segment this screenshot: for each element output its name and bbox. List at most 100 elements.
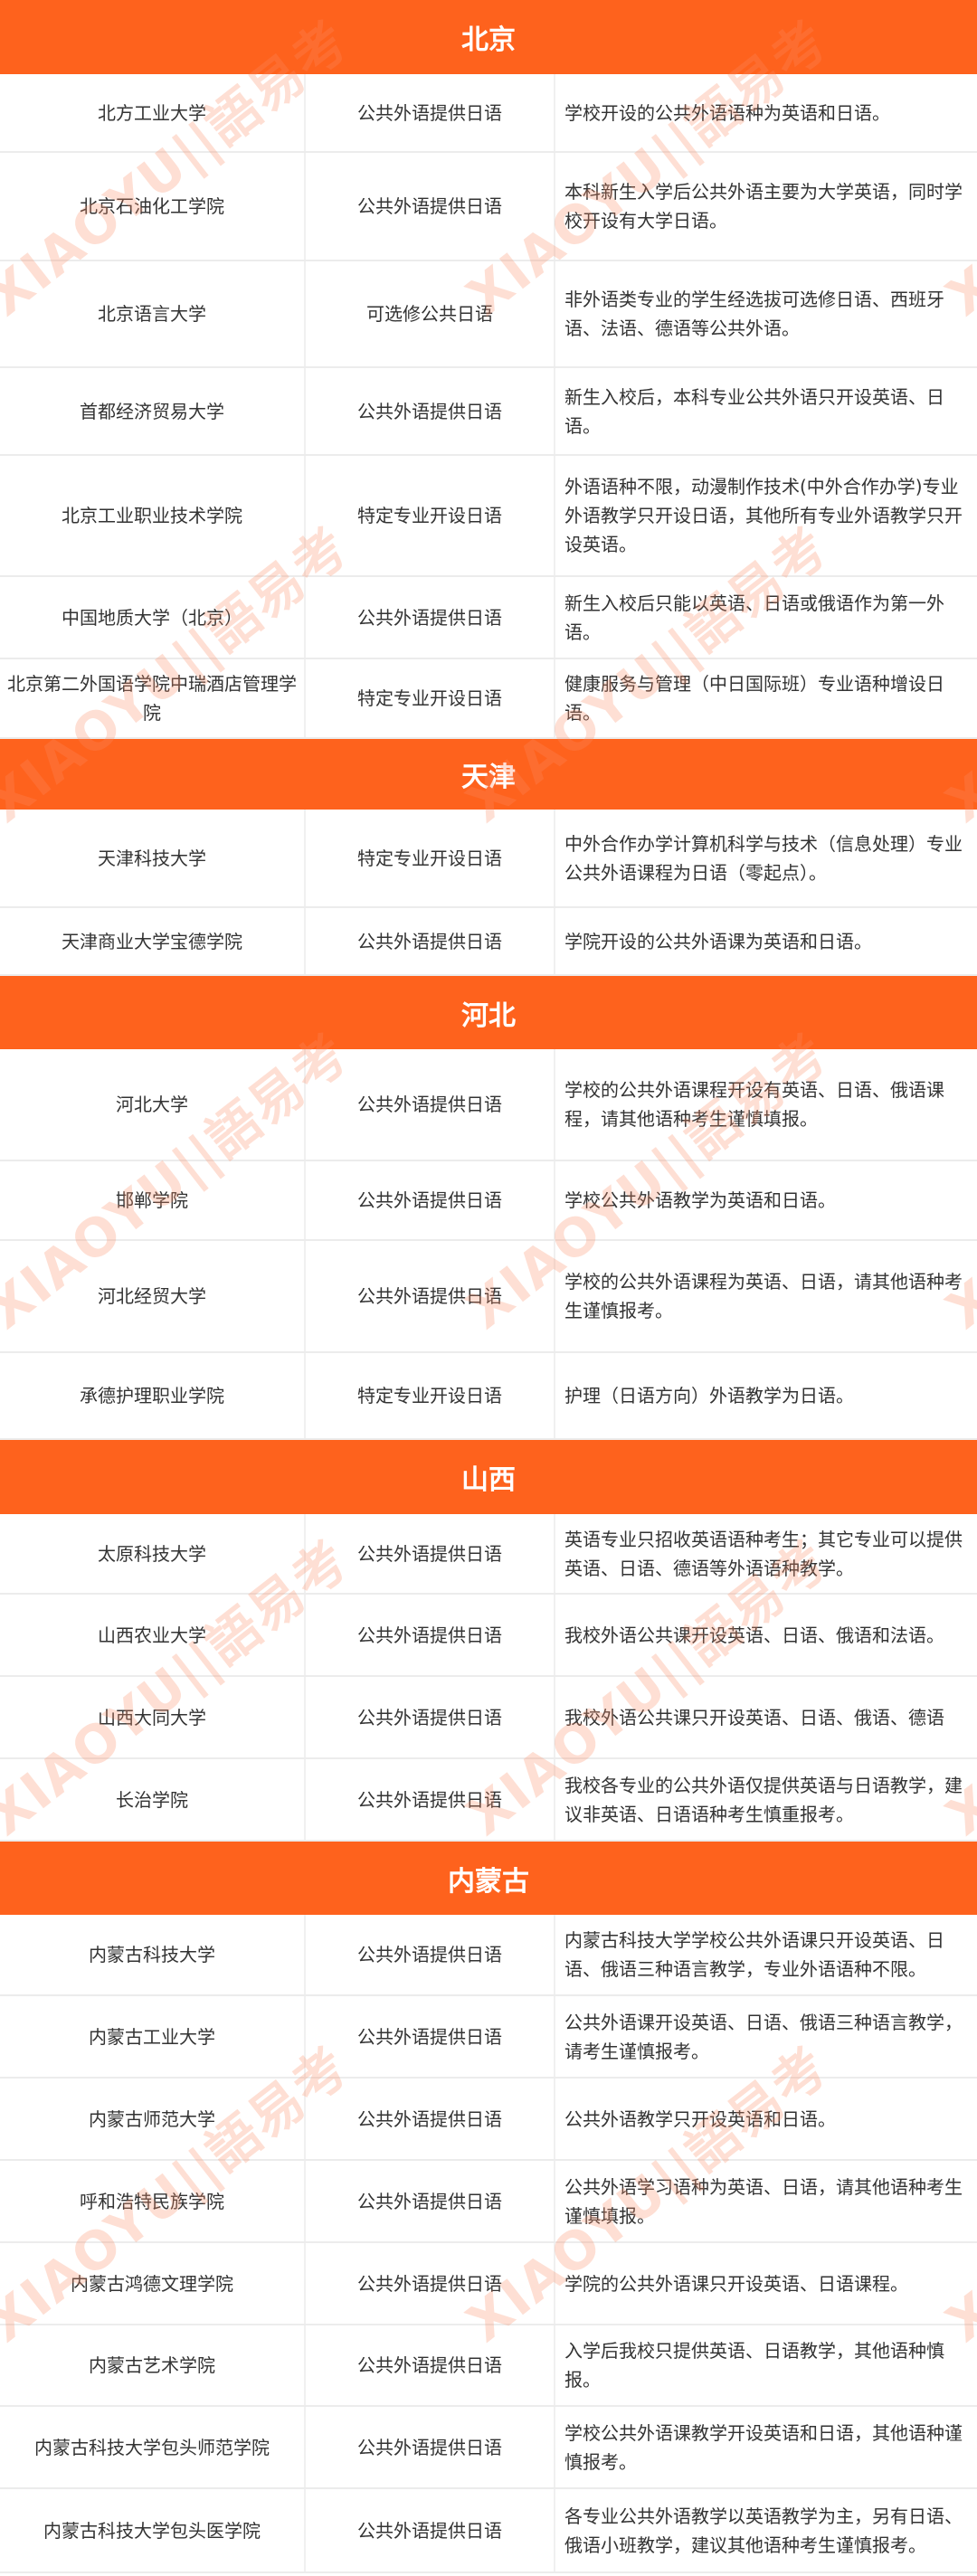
table-row: 天津商业大学宝德学院公共外语提供日语学院开设的公共外语课为英语和日语。	[0, 908, 977, 976]
japanese-offer-type: 公共外语提供日语	[306, 1514, 555, 1593]
section-header-1: 天津	[0, 739, 977, 810]
japanese-offer-type: 特定专业开设日语	[306, 659, 555, 737]
school-name: 北京工业职业技术学院	[0, 456, 306, 575]
offer-note: 健康服务与管理（中日国际班）专业语种增设日语。	[564, 673, 944, 724]
table-row: 北京石油化工学院公共外语提供日语本科新生入学后公共外语主要为大学英语，同时学校开…	[0, 153, 977, 261]
offer-note: 我校外语公共课开设英语、日语、俄语和法语。	[564, 1624, 944, 1646]
table-row: 北京语言大学可选修公共日语非外语类专业的学生经选拔可选修日语、西班牙语、法语、德…	[0, 261, 977, 368]
offer-note: 学校公共外语教学为英语和日语。	[564, 1189, 836, 1211]
offer-note: 入学后我校只提供英语、日语教学，其他语种慎报。	[564, 2340, 944, 2391]
offer-note: 我校外语公共课只开设英语、日语、俄语、德语	[564, 1706, 944, 1728]
table-row: 内蒙古科技大学包头医学院公共外语提供日语各专业公共外语教学以英语教学为主，另有日…	[0, 2489, 977, 2573]
school-name: 内蒙古艺术学院	[0, 2325, 306, 2405]
japanese-offer-type: 可选修公共日语	[306, 261, 555, 366]
school-name: 长治学院	[0, 1759, 306, 1840]
table-row: 河北大学公共外语提供日语学校的公共外语课程开设有英语、日语、俄语课程，请其他语种…	[0, 1049, 977, 1161]
table-row: 邯郸学院公共外语提供日语学校公共外语教学为英语和日语。	[0, 1161, 977, 1241]
school-name: 北京语言大学	[0, 261, 306, 366]
japanese-offer-type: 公共外语提供日语	[306, 74, 555, 151]
offer-note: 学校的公共外语课程为英语、日语，请其他语种考生谨慎报考。	[564, 1271, 963, 1321]
offer-note: 学校公共外语课教学开设英语和日语，其他语种谨慎报考。	[564, 2421, 963, 2473]
japanese-offer-type: 公共外语提供日语	[306, 1996, 555, 2077]
offer-note: 学校开设的公共外语语种为英语和日语。	[564, 101, 890, 124]
japanese-offer-type: 公共外语提供日语	[306, 368, 555, 454]
japanese-offer-type: 公共外语提供日语	[306, 1161, 555, 1239]
school-name: 内蒙古鸿德文理学院	[0, 2243, 306, 2324]
school-name: 内蒙古工业大学	[0, 1996, 306, 2077]
table-row: 山西农业大学公共外语提供日语我校外语公共课开设英语、日语、俄语和法语。	[0, 1595, 977, 1677]
japanese-offer-type: 公共外语提供日语	[306, 908, 555, 974]
offer-note: 公共外语教学只开设英语和日语。	[564, 2107, 836, 2130]
japanese-offer-type: 特定专业开设日语	[306, 456, 555, 575]
section-header-4: 内蒙古	[0, 1842, 977, 1915]
japanese-offer-type: 公共外语提供日语	[306, 2489, 555, 2571]
offer-note: 我校各专业的公共外语仅提供英语与日语教学，建议非英语、日语语种考生慎重报考。	[564, 1774, 963, 1825]
school-name: 内蒙古科技大学包头师范学院	[0, 2407, 306, 2487]
japanese-offer-type: 公共外语提供日语	[306, 2079, 555, 2159]
offer-note: 学院开设的公共外语课为英语和日语。	[564, 930, 872, 952]
table-row: 内蒙古科技大学包头师范学院公共外语提供日语学校公共外语课教学开设英语和日语，其他…	[0, 2407, 977, 2489]
table-row: 北京第二外国语学院中瑞酒店管理学院特定专业开设日语健康服务与管理（中日国际班）专…	[0, 659, 977, 739]
school-name: 内蒙古科技大学包头医学院	[0, 2489, 306, 2571]
offer-note: 英语专业只招收英语语种考生；其它专业可以提供英语、日语、德语等外语语种教学。	[564, 1528, 963, 1579]
table-row: 呼和浩特民族学院公共外语提供日语公共外语学习语种为英语、日语，请其他语种考生谨慎…	[0, 2161, 977, 2243]
table-row: 内蒙古工业大学公共外语提供日语公共外语课开设英语、日语、俄语三种语言教学，请考生…	[0, 1996, 977, 2079]
section-header-2: 河北	[0, 976, 977, 1049]
school-name: 北京第二外国语学院中瑞酒店管理学院	[0, 659, 306, 737]
table-row: 承德护理职业学院特定专业开设日语护理（日语方向）外语教学为日语。	[0, 1353, 977, 1440]
japanese-offer-type: 公共外语提供日语	[306, 1595, 555, 1675]
offer-note: 内蒙古科技大学学校公共外语课只开设英语、日语、俄语三种语言教学，专业外语语种不限…	[564, 1929, 944, 1980]
school-name: 河北大学	[0, 1049, 306, 1160]
japanese-offer-type: 公共外语提供日语	[306, 2243, 555, 2324]
japanese-offer-type: 公共外语提供日语	[306, 153, 555, 260]
japanese-offer-type: 公共外语提供日语	[306, 1677, 555, 1757]
japanese-offer-type: 公共外语提供日语	[306, 1759, 555, 1840]
school-name: 呼和浩特民族学院	[0, 2161, 306, 2241]
offer-note: 新生入校后只能以英语、日语或俄语作为第一外语。	[564, 592, 944, 643]
table-row: 长治学院公共外语提供日语我校各专业的公共外语仅提供英语与日语教学，建议非英语、日…	[0, 1759, 977, 1842]
table-row: 内蒙古鸿德文理学院公共外语提供日语学院的公共外语课只开设英语、日语课程。	[0, 2243, 977, 2325]
school-name: 承德护理职业学院	[0, 1353, 306, 1438]
table-row: 中国地质大学（北京）公共外语提供日语新生入校后只能以英语、日语或俄语作为第一外语…	[0, 577, 977, 659]
offer-note: 本科新生入学后公共外语主要为大学英语，同时学校开设有大学日语。	[564, 181, 963, 232]
offer-note: 学校的公共外语课程开设有英语、日语、俄语课程，请其他语种考生谨慎填报。	[564, 1079, 944, 1130]
japanese-offer-type: 公共外语提供日语	[306, 2407, 555, 2487]
school-name: 河北经贸大学	[0, 1241, 306, 1351]
offer-note: 护理（日语方向）外语教学为日语。	[564, 1385, 854, 1406]
school-name: 首都经济贸易大学	[0, 368, 306, 454]
table-row: 首都经济贸易大学公共外语提供日语新生入校后，本科专业公共外语只开设英语、日语。	[0, 368, 977, 456]
school-name: 中国地质大学（北京）	[0, 577, 306, 658]
school-name: 天津商业大学宝德学院	[0, 908, 306, 974]
school-name: 邯郸学院	[0, 1161, 306, 1239]
japanese-offer-type: 公共外语提供日语	[306, 1915, 555, 1994]
table-row: 河北经贸大学公共外语提供日语学校的公共外语课程为英语、日语，请其他语种考生谨慎报…	[0, 1241, 977, 1353]
school-name: 太原科技大学	[0, 1514, 306, 1593]
school-name: 内蒙古师范大学	[0, 2079, 306, 2159]
school-name: 天津科技大学	[0, 810, 306, 906]
school-name: 山西农业大学	[0, 1595, 306, 1675]
table-row: 山西大同大学公共外语提供日语我校外语公共课只开设英语、日语、俄语、德语	[0, 1677, 977, 1759]
offer-note: 学院的公共外语课只开设英语、日语课程。	[564, 2272, 908, 2295]
table-row: 天津科技大学特定专业开设日语中外合作办学计算机科学与技术（信息处理）专业公共外语…	[0, 810, 977, 908]
table-row: 太原科技大学公共外语提供日语英语专业只招收英语语种考生；其它专业可以提供英语、日…	[0, 1514, 977, 1595]
offer-note: 公共外语学习语种为英语、日语，请其他语种考生谨慎填报。	[564, 2175, 963, 2227]
offer-note: 公共外语课开设英语、日语、俄语三种语言教学，请考生谨慎报考。	[564, 2011, 963, 2062]
japanese-offer-type: 公共外语提供日语	[306, 2161, 555, 2241]
offer-note: 中外合作办学计算机科学与技术（信息处理）专业公共外语课程为日语（零起点）。	[564, 832, 963, 884]
offer-note: 外语语种不限，动漫制作技术(中外合作办学)专业外语教学只开设日语，其他所有专业外…	[564, 476, 963, 555]
offer-note: 非外语类专业的学生经选拔可选修日语、西班牙语、法语、德语等公共外语。	[564, 289, 944, 339]
school-name: 北方工业大学	[0, 74, 306, 151]
offer-note: 各专业公共外语教学以英语教学为主，另有日语、俄语小班教学，建议其他语种考生谨慎报…	[564, 2505, 963, 2556]
offer-note: 新生入校后，本科专业公共外语只开设英语、日语。	[564, 385, 944, 437]
section-header-3: 山西	[0, 1440, 977, 1514]
japanese-offer-type: 公共外语提供日语	[306, 577, 555, 658]
table-row: 内蒙古师范大学公共外语提供日语公共外语教学只开设英语和日语。	[0, 2079, 977, 2161]
japanese-offer-type: 特定专业开设日语	[306, 810, 555, 906]
section-header-0: 北京	[0, 0, 977, 74]
school-name: 内蒙古科技大学	[0, 1915, 306, 1994]
japanese-offer-type: 公共外语提供日语	[306, 1241, 555, 1351]
table-row: 北方工业大学公共外语提供日语学校开设的公共外语语种为英语和日语。	[0, 74, 977, 153]
school-name: 山西大同大学	[0, 1677, 306, 1757]
table-row: 内蒙古科技大学公共外语提供日语内蒙古科技大学学校公共外语课只开设英语、日语、俄语…	[0, 1915, 977, 1996]
